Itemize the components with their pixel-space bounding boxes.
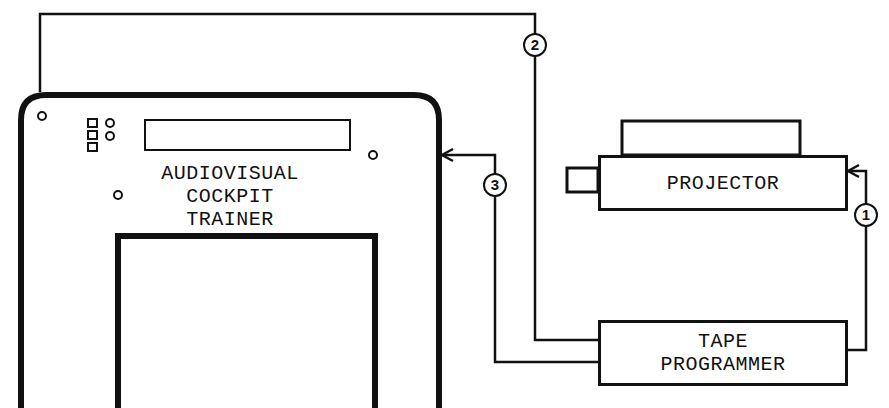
- arrowhead: [848, 165, 859, 177]
- device-box: TAPE PROGRAMMER: [598, 320, 848, 386]
- inner-cutout: [118, 236, 375, 408]
- node-label: TAPE PROGRAMMER: [648, 330, 798, 376]
- jack: [369, 151, 377, 159]
- projector-lens: [567, 168, 598, 192]
- cable-line: [848, 171, 866, 350]
- cable-connector: [848, 165, 866, 350]
- projector-top: [622, 121, 800, 155]
- trainer-outline: [18, 92, 442, 408]
- switch-square: [88, 119, 97, 127]
- switch-square: [88, 131, 97, 139]
- knob: [106, 132, 114, 140]
- node-label: PROJECTOR: [667, 172, 780, 195]
- display-panel: [145, 120, 350, 150]
- cable-connector: [442, 149, 598, 362]
- cable-connector: [40, 14, 598, 340]
- knob: [114, 191, 122, 199]
- arrowhead: [442, 149, 453, 161]
- callout-number: 3: [483, 173, 507, 197]
- device-box: PROJECTOR: [598, 155, 848, 211]
- jack: [38, 112, 46, 120]
- node-label: AUDIOVISUAL COCKPIT TRAINER: [155, 162, 305, 231]
- callout-number: 1: [854, 203, 878, 227]
- cable-line: [40, 14, 598, 340]
- switch-square: [88, 143, 97, 151]
- trainer-housing: AUDIOVISUAL COCKPIT TRAINER: [18, 92, 442, 408]
- cable-line: [442, 155, 598, 362]
- knob: [106, 119, 114, 127]
- outer-outline: [21, 95, 439, 408]
- callout-number: 2: [523, 33, 547, 57]
